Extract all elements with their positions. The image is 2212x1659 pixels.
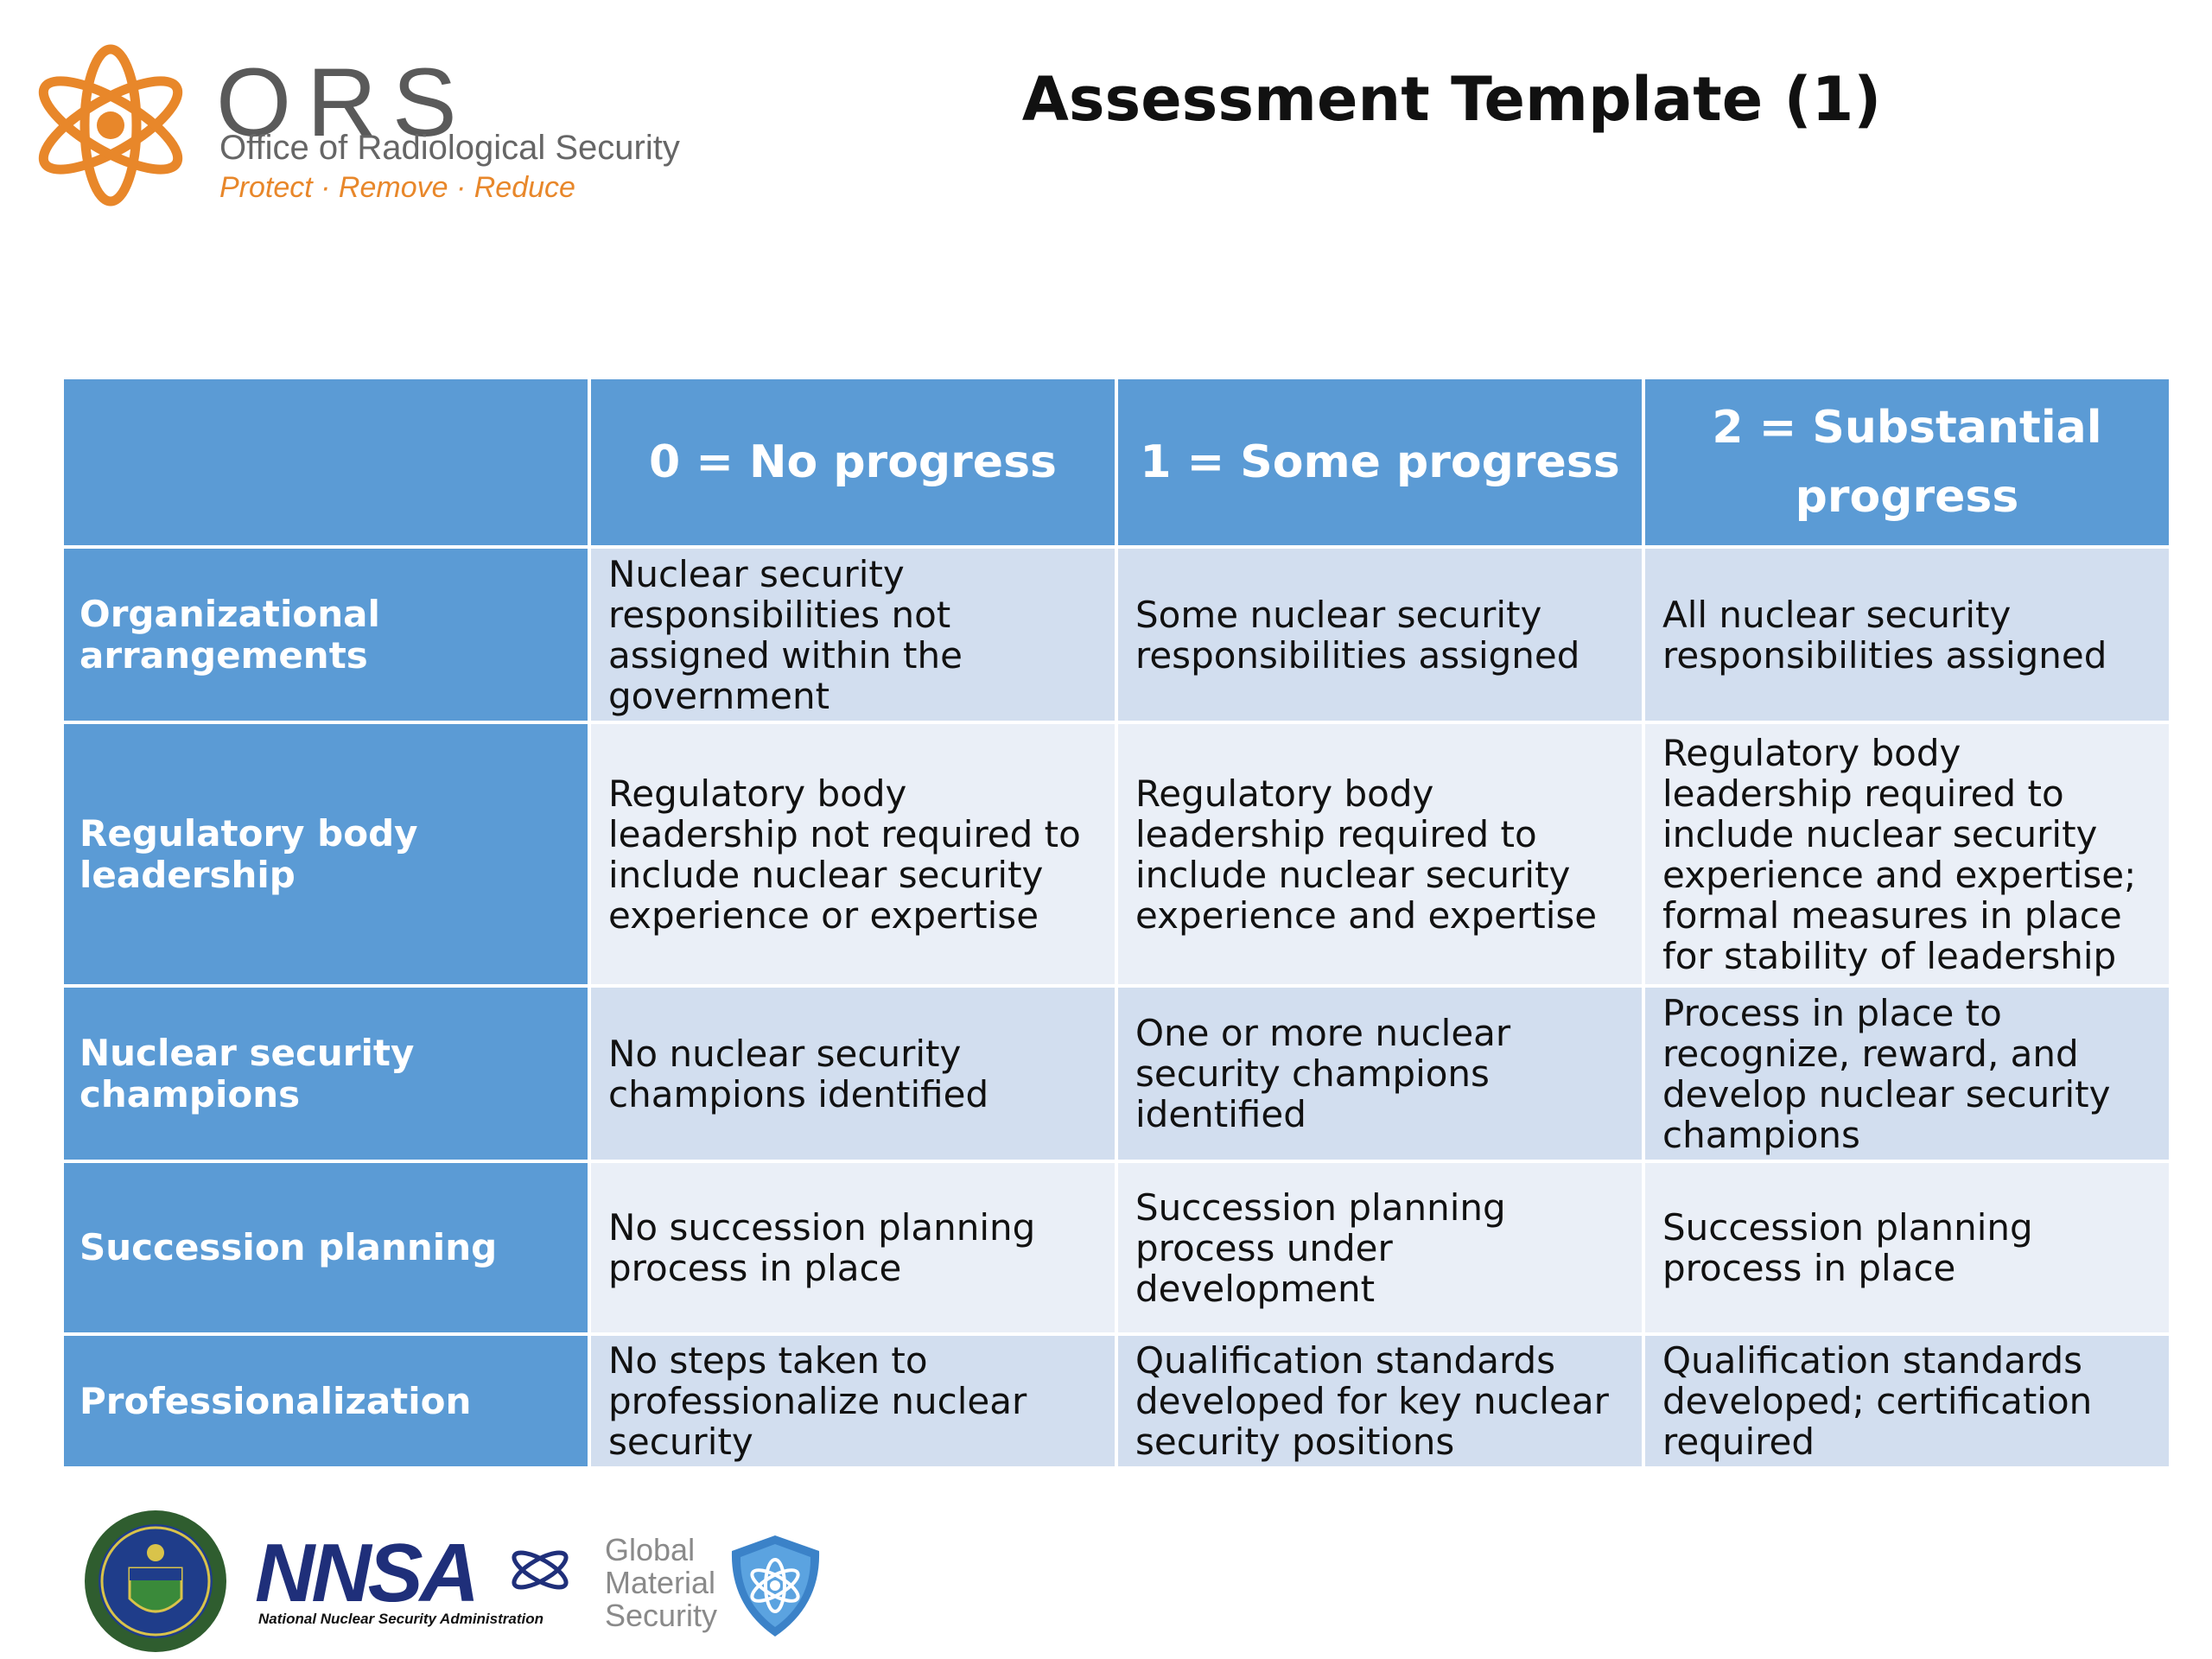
ors-abbreviation: ORS (216, 48, 473, 156)
table-cell: Some nuclear security responsibilities a… (1115, 545, 1645, 724)
table-row: Succession planning No succession planni… (60, 1160, 2172, 1336)
table-cell: Qualification standards developed for ke… (1115, 1332, 1645, 1470)
gms-wordmark: Global Material Security (605, 1534, 717, 1632)
row-label: Professionalization (60, 1332, 591, 1470)
table-cell: One or more nuclear security champions i… (1115, 984, 1645, 1163)
table-cell: All nuclear security responsibilities as… (1642, 545, 2172, 724)
gms-line-2: Material (605, 1565, 716, 1600)
doe-seal-icon (85, 1510, 226, 1652)
table-cell: No nuclear security champions identified (588, 984, 1118, 1163)
table-cell: Nuclear security responsibilities not as… (588, 545, 1118, 724)
nnsa-atom-icon (512, 1550, 569, 1590)
table-header-row: 0 = No progress 1 = Some progress 2 = Su… (60, 376, 2172, 549)
footer-logos: NNSA National Nuclear Security Administr… (82, 1508, 860, 1659)
shield-icon (731, 1535, 820, 1637)
row-label: Nuclear security champions (60, 984, 591, 1163)
table-cell: Regulatory body leadership required to i… (1115, 721, 1645, 988)
table-cell: Regulatory body leadership required to i… (1642, 721, 2172, 988)
table-row: Regulatory body leadership Regulatory bo… (60, 721, 2172, 988)
ors-tagline: Protect · Remove · Reduce (219, 171, 575, 204)
header-cell-substantial-progress: 2 = Substantial progress (1642, 376, 2172, 549)
nnsa-abbreviation: NNSA (255, 1534, 476, 1619)
table-cell: No steps taken to professionalize nuclea… (588, 1332, 1118, 1470)
assessment-table: 0 = No progress 1 = Some progress 2 = Su… (60, 376, 2172, 1470)
table-cell: Succession planning process in place (1642, 1160, 2172, 1336)
row-label: Organizational arrangements (60, 545, 591, 724)
nnsa-logo: NNSA National Nuclear Security Administr… (255, 1534, 569, 1627)
table-cell: No succession planning process in place (588, 1160, 1118, 1336)
header-cell-blank (60, 376, 591, 549)
row-label: Succession planning (60, 1160, 591, 1336)
table-row: Organizational arrangements Nuclear secu… (60, 545, 2172, 724)
table-cell: Succession planning process under develo… (1115, 1160, 1645, 1336)
ors-logo: ORS Office of Radiological Security Prot… (24, 39, 698, 212)
table-cell: Regulatory body leadership not required … (588, 721, 1118, 988)
header-cell-no-progress: 0 = No progress (588, 376, 1118, 549)
atom-icon (38, 44, 183, 207)
row-label: Regulatory body leadership (60, 721, 591, 988)
nnsa-full-name: National Nuclear Security Administration (258, 1611, 543, 1627)
table-row: Nuclear security champions No nuclear se… (60, 984, 2172, 1163)
gms-line-1: Global (605, 1532, 696, 1567)
gms-line-3: Security (605, 1598, 718, 1633)
table-row: Professionalization No steps taken to pr… (60, 1332, 2172, 1470)
table-cell: Qualification standards developed; certi… (1642, 1332, 2172, 1470)
table-cell: Process in place to recognize, reward, a… (1642, 984, 2172, 1163)
page-title: Assessment Template (1) (1021, 64, 1882, 135)
header-cell-some-progress: 1 = Some progress (1115, 376, 1645, 549)
ors-full-name: Office of Radiological Security (219, 129, 680, 167)
